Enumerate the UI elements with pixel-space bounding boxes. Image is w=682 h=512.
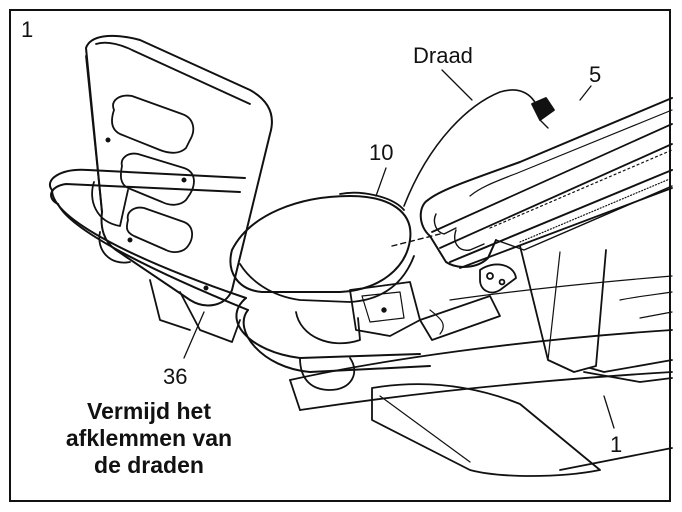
leader-lines [183, 69, 615, 429]
rail-part-5 [419, 97, 673, 269]
callout-wire: Draad [413, 43, 473, 68]
wire-draad [403, 89, 555, 207]
callout-part-10: 10 [369, 140, 394, 165]
callout-part-1: 1 [610, 432, 623, 457]
base-frame [289, 275, 673, 477]
step-number: 1 [21, 17, 34, 42]
seat-cushion [229, 191, 415, 303]
rear-console [349, 263, 517, 341]
seat-back [85, 34, 273, 307]
warning-line-1: Vermijd het [87, 398, 211, 424]
callout-part-36: 36 [163, 364, 188, 389]
warning-line-3: de draden [94, 452, 204, 479]
alignment-dashed-line [391, 233, 441, 247]
warning-line-2: afklemmen van [65, 425, 233, 452]
seat-frame-handlebar [49, 168, 431, 391]
callout-part-5: 5 [589, 62, 602, 87]
support-post [519, 245, 673, 383]
warning-text: Vermijd het afklemmen van de draden [24, 398, 274, 479]
diagram-frame [9, 9, 671, 502]
